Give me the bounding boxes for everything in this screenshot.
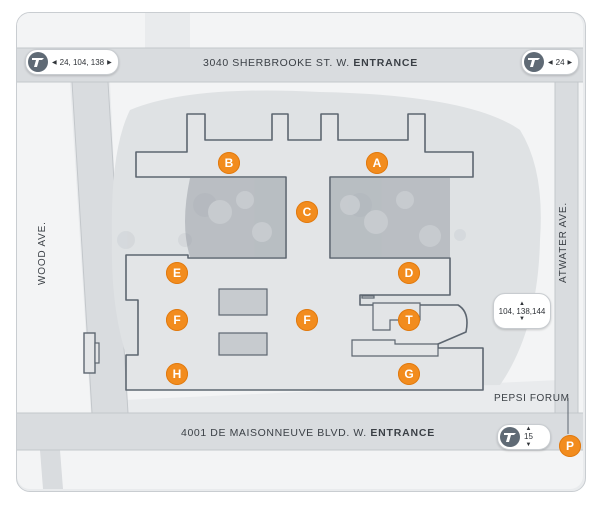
building-marker-t[interactable]: T	[398, 309, 420, 331]
building-marker-f-left[interactable]: F	[166, 309, 188, 331]
atwater-avenue-label: ATWATER AVE.	[558, 202, 569, 283]
roads	[17, 48, 583, 489]
sherbrooke-street-label: 3040 SHERBROOKE ST. W. ENTRANCE	[203, 57, 419, 69]
up-arrow-icon: ▲	[519, 300, 525, 307]
bus-stop-top-left[interactable]: ◀ 24, 104, 138 ▶	[25, 49, 119, 75]
bus-stop-right[interactable]: ▲ 104, 138,144 ▼	[493, 293, 551, 329]
wood-avenue-label: WOOD AVE.	[37, 221, 48, 285]
up-arrow-icon: ▲	[525, 426, 532, 432]
building-marker-e[interactable]: E	[166, 262, 188, 284]
building-marker-b[interactable]: B	[218, 152, 240, 174]
down-arrow-icon: ▼	[519, 315, 525, 322]
building-marker-d[interactable]: D	[398, 262, 420, 284]
stm-bus-icon	[500, 427, 520, 447]
building-marker-a[interactable]: A	[366, 152, 388, 174]
left-arrow-icon: ◀	[52, 59, 57, 66]
building-marker-g[interactable]: G	[398, 363, 420, 385]
small-building	[83, 332, 100, 374]
stm-bus-icon	[28, 52, 48, 72]
building-marker-h[interactable]: H	[166, 363, 188, 385]
right-arrow-icon: ▶	[567, 59, 573, 66]
stm-bus-icon	[524, 52, 544, 72]
building-marker-f-center[interactable]: F	[296, 309, 318, 331]
bus-stop-bottom-right[interactable]: ▲ 15 ▼	[497, 424, 551, 450]
bus-routes-label: 24	[555, 57, 565, 67]
maisonneuve-street-label: 4001 DE MAISONNEUVE BLVD. W. ENTRANCE	[181, 427, 436, 439]
bus-stop-top-right[interactable]: ◀ 24 ▶	[521, 49, 580, 75]
parking-marker[interactable]: P	[559, 435, 581, 457]
down-arrow-icon: ▼	[525, 442, 532, 448]
main-building	[125, 113, 484, 391]
right-arrow-icon: ▶	[107, 59, 112, 66]
bus-routes-label: 15	[524, 432, 533, 441]
left-arrow-icon: ◀	[548, 59, 553, 66]
building-marker-c[interactable]: C	[296, 201, 318, 223]
bus-routes-label: 24, 104, 138	[59, 57, 105, 67]
bus-routes-label: 104, 138,144	[498, 306, 546, 316]
inner-blocks	[218, 288, 375, 356]
pepsi-forum-label: PEPSI FORUM	[494, 393, 570, 404]
